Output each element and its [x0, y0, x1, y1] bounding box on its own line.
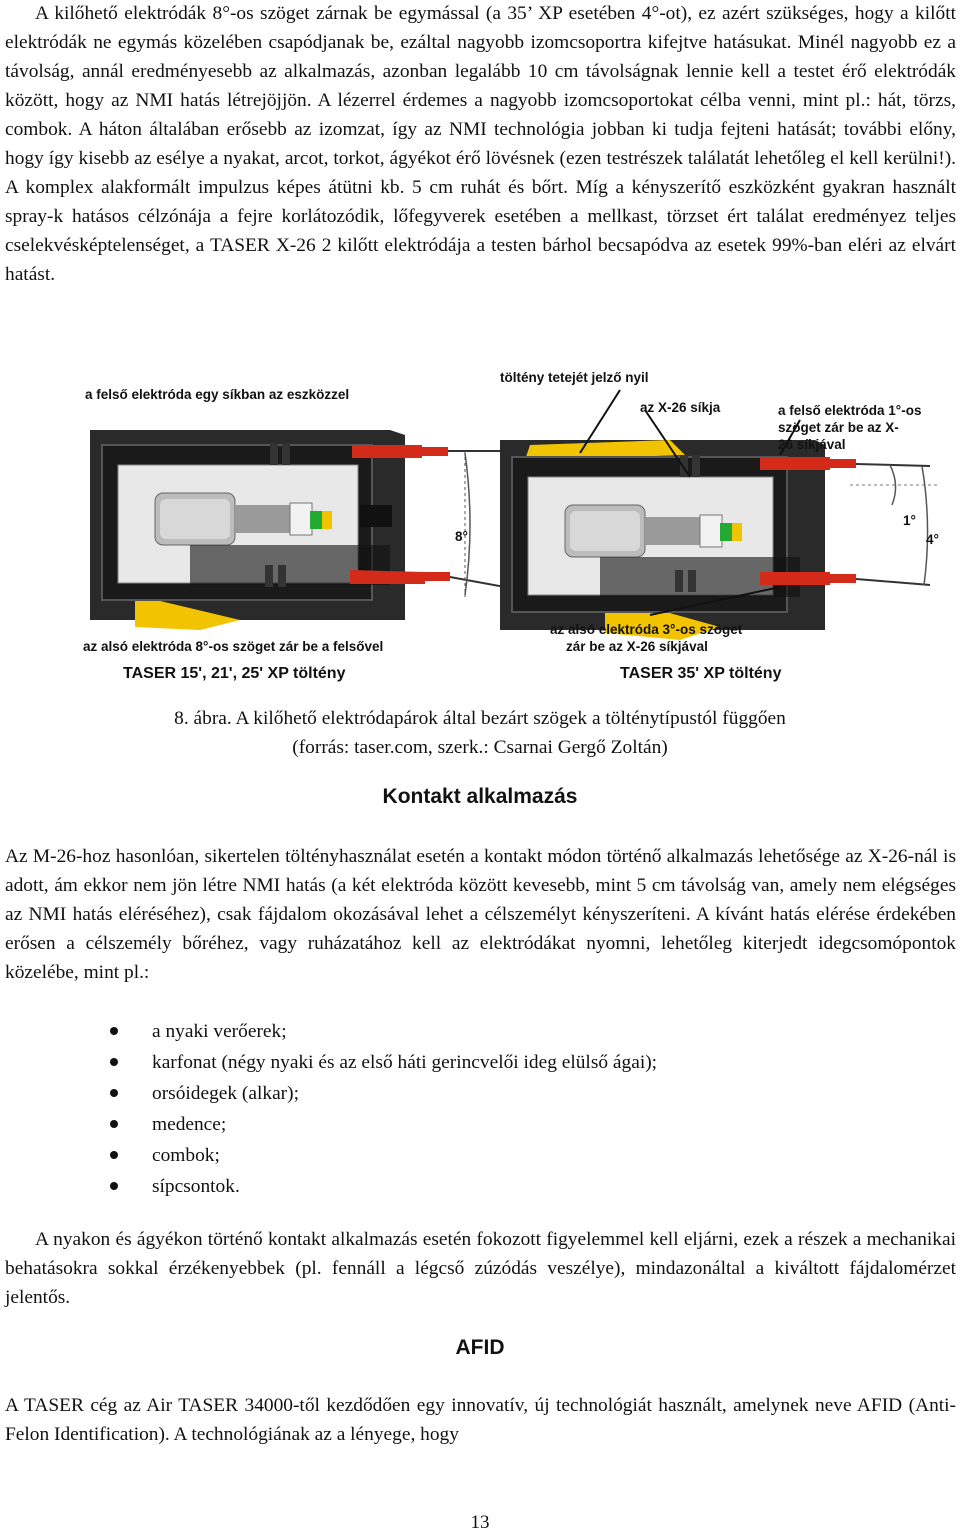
intro-paragraph: A kilőhető elektródák 8°-os szöget zárna…: [5, 3, 956, 285]
afid-paragraph: A TASER cég az Air TASER 34000-től kezdő…: [5, 1395, 956, 1445]
contact-list: a nyaki verőerek; karfonat (négy nyaki é…: [0, 1016, 900, 1202]
list-item-text: sípcsontok.: [152, 1176, 240, 1197]
right-label-upper-line3: 26 síkjával: [778, 437, 846, 452]
list-item-text: orsóidegek (alkar);: [152, 1083, 299, 1104]
bullet-icon: [110, 1151, 118, 1159]
list-item: orsóidegek (alkar);: [0, 1078, 900, 1109]
right-label-plane: az X-26 síkja: [640, 400, 721, 415]
list-item-text: combok;: [152, 1145, 220, 1166]
right-label-arrow: töltény tetejét jelző nyil: [500, 370, 649, 385]
right-label-bottom-line2: zár be az X-26 síkjával: [566, 639, 708, 654]
bullet-icon: [110, 1182, 118, 1190]
right-label-bottom-line1: az alsó elektróda 3°-os szöget: [550, 622, 743, 637]
right-cartridge-title: TASER 35' XP töltény: [620, 665, 782, 682]
left-cartridge-illustration: [90, 430, 561, 630]
right-label-upper-line2: szöget zár be az X-: [778, 420, 899, 435]
list-item-text: a nyaki verőerek;: [152, 1021, 287, 1042]
right-label-bottom: az alsó elektróda 3°-os szöget zár be az…: [550, 621, 742, 655]
contact-paragraph: Az M-26-hoz hasonlóan, sikertelen töltén…: [5, 846, 956, 983]
left-cartridge-title: TASER 15', 21', 25' XP töltény: [123, 665, 346, 682]
list-item: sípcsontok.: [0, 1171, 900, 1202]
contact-note-paragraph: A nyakon és ágyékon történő kontakt alka…: [5, 1229, 956, 1308]
figure-caption: 8. ábra. A kilőhető elektródapárok által…: [174, 708, 786, 758]
right-label-upper-line1: a felső elektróda 1°-os: [778, 403, 922, 418]
right-label-upper: a felső elektróda 1°-os szöget zár be az…: [778, 402, 921, 453]
list-item: karfonat (négy nyaki és az első háti ger…: [0, 1047, 900, 1078]
figure-drawing: [90, 389, 940, 640]
list-item: a nyaki verőerek;: [0, 1016, 900, 1047]
right-angle-small: 1°: [903, 513, 916, 528]
right-cartridge-illustration: [500, 389, 940, 640]
left-label-top: a felső elektróda egy síkban az eszközze…: [85, 387, 350, 402]
page-number: 13: [470, 1512, 490, 1533]
list-item-text: medence;: [152, 1114, 227, 1135]
heading-contact: Kontakt alkalmazás: [382, 785, 578, 808]
figure-taser-cartridges: a felső elektróda egy síkban az eszközze…: [60, 365, 940, 695]
bullet-icon: [110, 1089, 118, 1097]
bullet-icon: [110, 1120, 118, 1128]
right-angle-large: 4°: [926, 532, 939, 547]
left-angle-label: 8°: [455, 529, 468, 544]
list-item: combok;: [0, 1140, 900, 1171]
heading-afid: AFID: [455, 1336, 505, 1359]
bullet-icon: [110, 1027, 118, 1035]
list-item: medence;: [0, 1109, 900, 1140]
left-label-bottom: az alsó elektróda 8°-os szöget zár be a …: [83, 639, 384, 654]
list-item-text: karfonat (négy nyaki és az első háti ger…: [152, 1052, 658, 1073]
bullet-icon: [110, 1058, 118, 1066]
